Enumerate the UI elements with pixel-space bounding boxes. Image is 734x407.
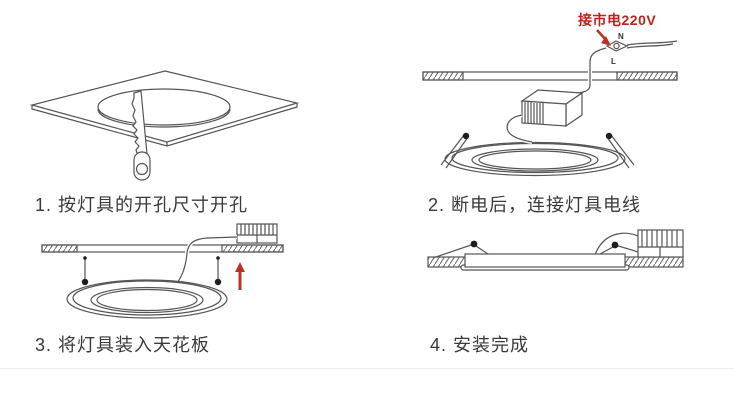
ceiling-panel [29,70,300,147]
step-2-drawing: N L [422,29,678,177]
step-3-caption: 3. 将灯具装入天花板 [35,335,211,355]
lamp-wire [175,235,238,285]
step-1-drawing [29,70,300,181]
lamp-wire [594,232,639,256]
hole-saw-icon [131,90,151,181]
red-up-arrow-icon [235,262,245,290]
ceiling-cross-section [41,244,284,253]
lamp-wire [506,114,533,143]
led-driver-box [637,229,684,258]
step-4-drawing [427,229,684,271]
step-2-caption: 2. 断电后，连接灯具电线 [428,195,642,215]
live-wire-label: L [611,57,616,66]
downlight-lamp [66,279,228,319]
spring-clip-pin-right [214,256,222,286]
ceiling-cross-section [422,71,678,81]
spring-clip-right [605,132,635,169]
step-1-caption: 1. 按灯具的开孔尺寸开孔 [35,195,249,215]
spring-clip-left [440,132,470,169]
step-3-drawing [41,223,284,319]
page-edge-divider [0,368,734,369]
mains-voltage-label: 接市电220V [578,12,657,28]
led-driver-box [236,223,278,244]
step-4-caption: 4. 安装完成 [430,335,530,355]
led-driver-box [505,89,584,144]
mains-wire [577,40,678,95]
flush-mounted-lamp [460,253,630,271]
neutral-wire-label: N [618,32,624,41]
red-down-arrow-icon [596,29,611,46]
cutout-hole [97,88,231,128]
spring-clip-pin-left [81,256,89,286]
wire-connector: N L [605,32,629,66]
downlight-lamp [444,141,626,177]
